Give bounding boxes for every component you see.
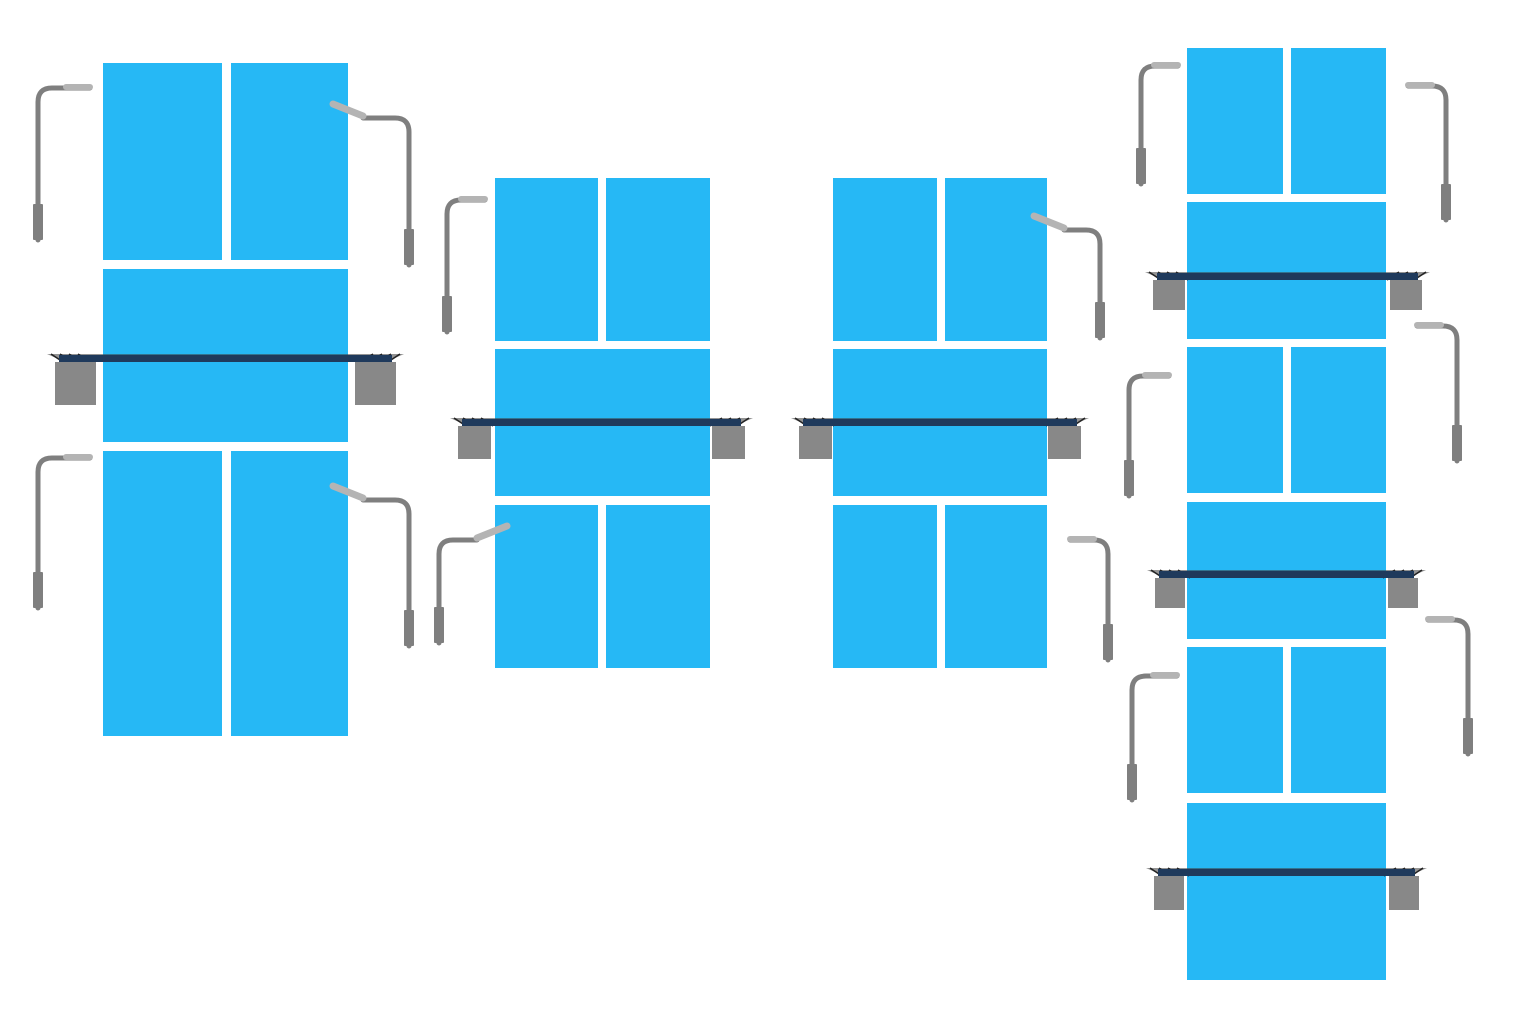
- blue-panel: [1187, 347, 1283, 493]
- lamp-base: [33, 572, 43, 608]
- lamp-base: [434, 607, 444, 643]
- blue-panel: [495, 505, 598, 668]
- gantry-bracket-right: [712, 426, 745, 459]
- lamp-layer: [33, 62, 1473, 803]
- lamp-base: [1095, 302, 1105, 338]
- blue-panel: [1291, 347, 1386, 493]
- gantry-bar-icon: [450, 417, 753, 459]
- lamp-pole: [360, 115, 412, 268]
- lamp-pole: [35, 455, 93, 611]
- gantry-bracket-left: [799, 426, 832, 459]
- gantry-beam: [59, 355, 392, 362]
- street-lamp-icon: [329, 100, 414, 268]
- lamp-head: [473, 522, 511, 542]
- blue-panel: [495, 178, 598, 341]
- blue-panel: [1187, 202, 1386, 339]
- gantry-bracket-right: [1390, 280, 1422, 310]
- blue-panel: [833, 178, 937, 341]
- street-lamp-icon: [434, 522, 511, 646]
- gantry-bar-icon: [791, 417, 1089, 459]
- street-lamp-icon: [33, 454, 93, 611]
- gantry-beam: [803, 419, 1077, 426]
- gantry-bar-icon: [47, 353, 404, 405]
- blue-panel: [231, 63, 348, 260]
- lamp-base: [1124, 460, 1134, 496]
- blue-panel: [1291, 647, 1386, 793]
- lamp-pole: [436, 537, 480, 646]
- blue-panel: [833, 505, 937, 668]
- gantry-beam: [462, 419, 741, 426]
- street-lamp-icon: [1124, 372, 1172, 499]
- blue-panel: [1187, 647, 1283, 793]
- gantry-bracket-right: [1048, 426, 1081, 459]
- blue-panel: [945, 505, 1047, 668]
- gantry-bar-icon: [1147, 569, 1426, 608]
- street-lamp-icon: [1127, 672, 1180, 803]
- street-lamp-icon: [442, 196, 488, 335]
- gantry-bracket-left: [55, 362, 96, 405]
- street-lamp-icon: [1067, 536, 1113, 663]
- lamp-pole: [35, 85, 93, 243]
- blue-panel: [103, 451, 222, 736]
- street-lamp-icon: [1414, 322, 1462, 464]
- lamp-base: [1103, 624, 1113, 660]
- blue-panel: [103, 63, 222, 260]
- gantry-bracket-left: [1153, 280, 1185, 310]
- street-lamp-icon: [1030, 212, 1105, 341]
- gantry-bracket-left: [1155, 578, 1185, 608]
- gantry-bracket-right: [355, 362, 396, 405]
- lamp-head: [329, 100, 367, 120]
- street-lamp-icon: [329, 482, 414, 649]
- lamp-head: [1030, 212, 1068, 232]
- blue-panel: [231, 451, 348, 736]
- gantry-bracket-right: [1389, 876, 1419, 910]
- lamp-pole: [1129, 673, 1180, 803]
- blue-panel: [1187, 803, 1386, 980]
- gantry-layer: [47, 271, 1430, 910]
- lamp-base: [442, 296, 452, 332]
- gantry-beam: [1159, 571, 1414, 578]
- blue-panel: [1187, 48, 1283, 194]
- blue-panel: [945, 178, 1047, 341]
- lamp-base: [1452, 425, 1462, 461]
- lamp-base: [1136, 148, 1146, 184]
- lamp-base: [404, 229, 414, 265]
- street-lamp-icon: [1405, 82, 1451, 223]
- gantry-beam: [1157, 273, 1418, 280]
- street-lamp-icon: [33, 84, 93, 243]
- lamp-base: [1441, 184, 1451, 220]
- blue-panel: [606, 178, 710, 341]
- lamp-base: [404, 610, 414, 646]
- lamp-head: [329, 482, 367, 502]
- lamp-pole: [1061, 227, 1103, 341]
- gantry-bracket-left: [458, 426, 491, 459]
- gantry-bracket-right: [1388, 578, 1418, 608]
- lamp-pole: [360, 497, 412, 649]
- gantry-bar-icon: [1146, 867, 1427, 910]
- street-lamp-icon: [1136, 62, 1181, 187]
- gantry-bar-icon: [1145, 271, 1430, 310]
- street-lamp-icon: [1425, 616, 1473, 757]
- lamp-base: [1463, 718, 1473, 754]
- blue-panel: [606, 505, 710, 668]
- gantry-beam: [1158, 869, 1415, 876]
- lamp-base: [33, 204, 43, 240]
- lamp-base: [1127, 764, 1137, 800]
- blue-panel: [1291, 48, 1386, 194]
- gantry-bracket-left: [1154, 876, 1184, 910]
